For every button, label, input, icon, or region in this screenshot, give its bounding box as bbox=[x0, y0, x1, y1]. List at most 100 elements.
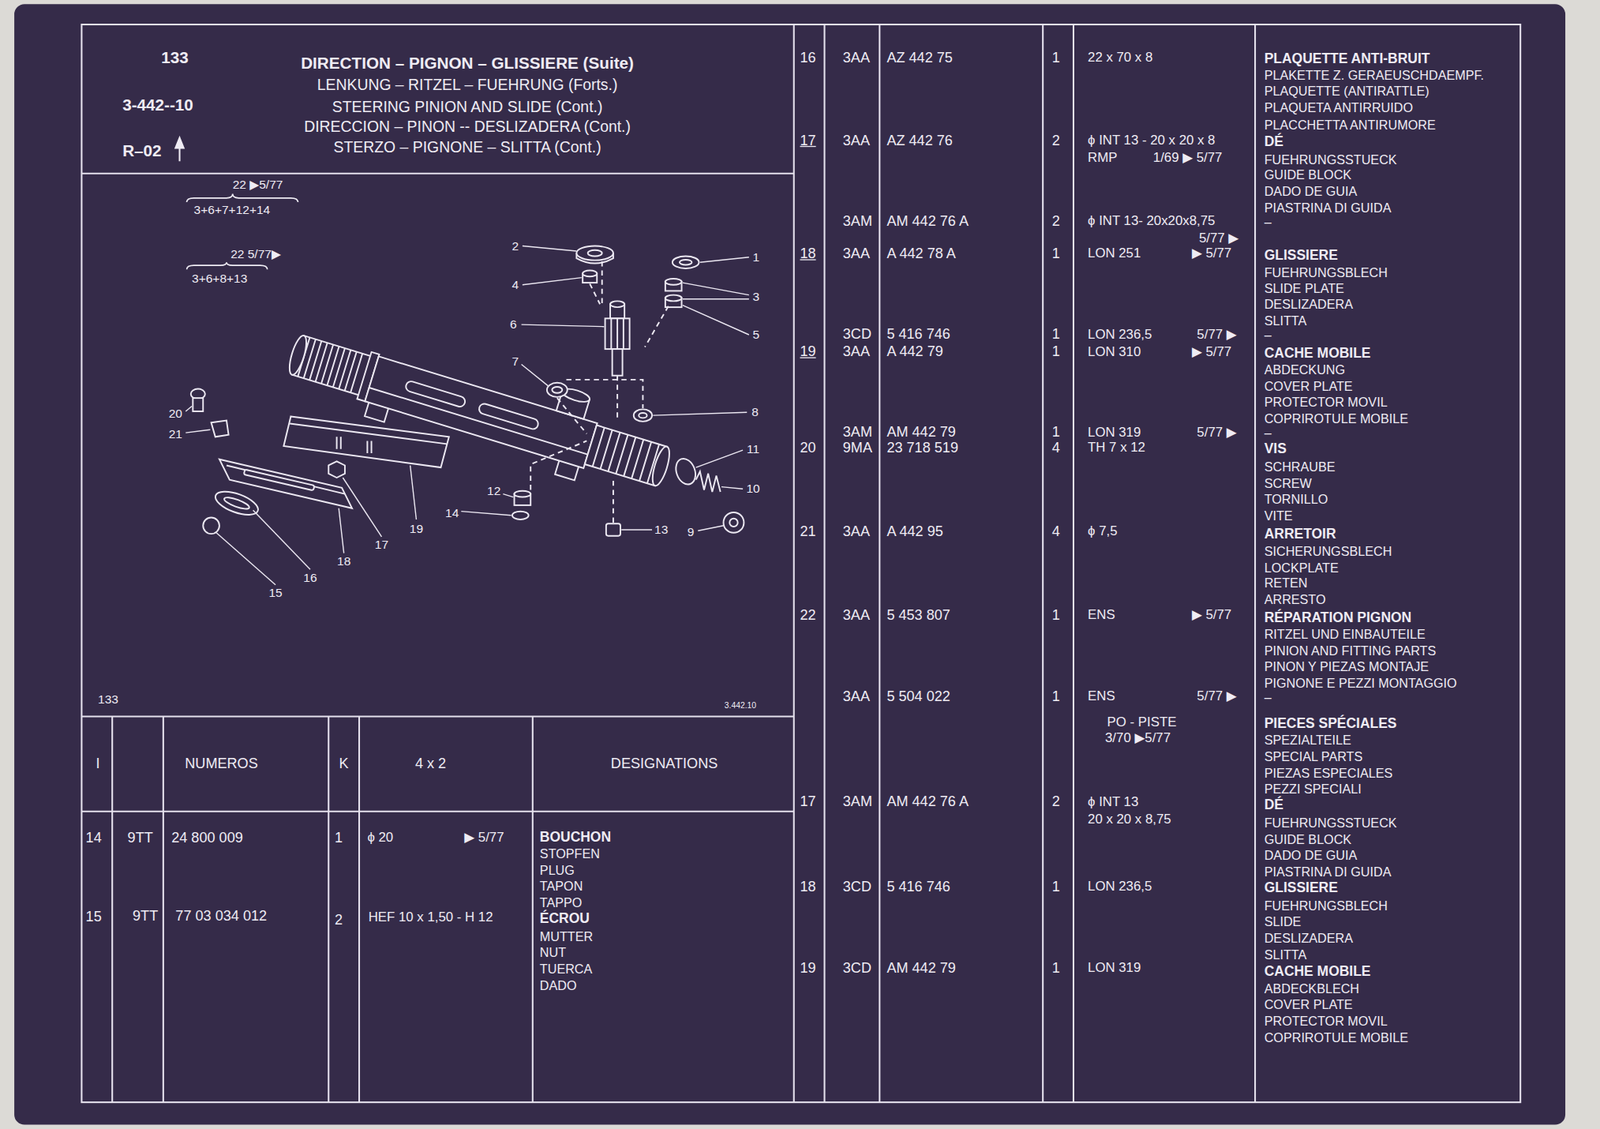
part-20 bbox=[192, 397, 203, 412]
table-cell: ϕ INT 13 - 20 x 20 x 8 bbox=[1087, 133, 1215, 147]
part-9 bbox=[729, 518, 738, 527]
table-cell: LON 251 bbox=[1087, 246, 1141, 260]
part-17 bbox=[328, 460, 345, 478]
callout-number: 22 5/77▶ bbox=[230, 247, 282, 261]
table-cell: 4 bbox=[1052, 439, 1061, 454]
designation-heading: DÉ bbox=[1264, 134, 1284, 149]
part-21 bbox=[211, 420, 229, 438]
leader-lines bbox=[682, 298, 750, 300]
part-3 bbox=[665, 278, 682, 308]
table-cell: AM 442 79 bbox=[886, 959, 956, 975]
callout-number: 2 bbox=[512, 239, 520, 253]
designation-line: FUEHRUNGSSTUECK bbox=[1264, 816, 1398, 830]
designation-line: DADO DE GUIA bbox=[1264, 185, 1358, 199]
part-6 bbox=[610, 318, 624, 349]
table-cell: 20 x 20 x 8,75 bbox=[1087, 811, 1172, 825]
callout-number: 22 ▶5/77 bbox=[232, 178, 284, 192]
table-rules bbox=[327, 715, 330, 1102]
part-17 bbox=[328, 460, 345, 478]
dashed-guides bbox=[557, 397, 587, 434]
designation-line: TORNILLO bbox=[1264, 493, 1329, 506]
designation-line: ABDECKUNG bbox=[1264, 363, 1346, 377]
part-16 bbox=[212, 487, 261, 520]
table-cell: 5/77 ▶ bbox=[1196, 689, 1237, 703]
leader-lines bbox=[721, 487, 743, 490]
part-7 bbox=[547, 382, 568, 398]
leader-lines bbox=[652, 412, 747, 416]
leader-lines bbox=[700, 257, 750, 263]
header-code: 133 bbox=[161, 49, 189, 67]
part-8 bbox=[633, 408, 652, 422]
callout-number: 19 bbox=[409, 522, 424, 536]
title-line: DIRECCION – PINON -- DESLIZADERA (Cont.) bbox=[303, 119, 631, 135]
header-code: 3-442--10 bbox=[122, 97, 194, 114]
table-cell: 19 bbox=[800, 344, 817, 359]
designation-heading: ÉCROU bbox=[539, 911, 590, 926]
designation-line: PIASTRINA DI GUIDA bbox=[1264, 865, 1392, 879]
title-line: LENKUNG – RITZEL – FUEHRUNG (Forts.) bbox=[317, 77, 619, 93]
designation-line: TAPON bbox=[539, 880, 583, 893]
table-rules bbox=[823, 24, 825, 1102]
part-1 bbox=[672, 255, 700, 269]
designation-heading: PLAQUETTE ANTI-BRUIT bbox=[1264, 52, 1431, 66]
callout-number: 16 bbox=[303, 571, 317, 585]
designation-heading: GLISSIERE bbox=[1264, 247, 1338, 262]
designation-line: COVER PLATE bbox=[1264, 380, 1353, 394]
part-4 bbox=[582, 270, 597, 284]
designation-line: RITZEL UND EINBAUTEILE bbox=[1264, 628, 1426, 641]
table-cell: AM 442 79 bbox=[886, 424, 956, 439]
table-cell: ▶ 5/77 bbox=[1191, 344, 1232, 358]
table-cell: 18 bbox=[800, 246, 817, 261]
table-cell: 17 bbox=[800, 132, 817, 147]
designation-line: GUIDE BLOCK bbox=[1264, 168, 1352, 182]
designation-line: NUT bbox=[539, 946, 566, 960]
table-cell: LON 319 bbox=[1087, 424, 1141, 439]
part-1 bbox=[672, 255, 700, 269]
table-cell: 3CD bbox=[843, 326, 872, 341]
table-cell: 1 bbox=[1052, 424, 1061, 439]
part-13 bbox=[606, 523, 621, 536]
part-12 bbox=[514, 490, 532, 498]
table-header: 4 x 2 bbox=[415, 756, 446, 771]
part-14 bbox=[512, 511, 529, 520]
designation-line: ABDECKBLECH bbox=[1264, 982, 1360, 996]
part-9 bbox=[723, 512, 745, 533]
callout-number: 12 bbox=[487, 484, 501, 498]
table-cell: 3CD bbox=[843, 959, 872, 975]
table-rules bbox=[1254, 24, 1256, 1102]
table-cell: 2 bbox=[1052, 794, 1061, 809]
part-20 bbox=[191, 389, 206, 412]
dashed-guides bbox=[612, 479, 615, 523]
callout-number: 3 bbox=[753, 290, 761, 304]
designation-line: PLUG bbox=[539, 864, 575, 877]
title-line: STERZO – PIGNONE – SLITTA (Cont.) bbox=[333, 138, 602, 154]
table-cell: 3AA bbox=[843, 689, 870, 704]
callout-number: 17 bbox=[374, 539, 389, 552]
designation-line: TUERCA bbox=[539, 962, 593, 976]
table-rules bbox=[81, 24, 1521, 1102]
table-cell: LON 319 bbox=[1087, 960, 1141, 975]
callout-number: 15 bbox=[268, 586, 282, 600]
part-16 bbox=[223, 494, 252, 511]
leader-lines bbox=[682, 305, 750, 335]
part-19 bbox=[337, 436, 372, 454]
table-cell: 2 bbox=[1052, 213, 1061, 228]
table-header: K bbox=[339, 756, 349, 771]
part-6 bbox=[610, 300, 625, 308]
table-cell: 5 416 746 bbox=[886, 326, 951, 341]
part-11 bbox=[672, 455, 699, 488]
table-rules bbox=[1041, 24, 1044, 1102]
figure-code: 3.442.10 bbox=[724, 701, 757, 710]
dashed-guides bbox=[565, 379, 643, 409]
table-cell: 1 bbox=[1052, 878, 1061, 893]
table-cell: ϕ INT 13- 20x20x8,75 bbox=[1087, 213, 1215, 228]
designation-line: – bbox=[1264, 427, 1272, 440]
table-cell: 3AM bbox=[843, 794, 873, 809]
table-cell: 19 bbox=[800, 959, 817, 975]
designation-line: SPECIAL PARTS bbox=[1264, 750, 1364, 764]
table-cell: 5 504 022 bbox=[886, 689, 951, 704]
table-cell: ϕ INT 13 bbox=[1087, 794, 1139, 808]
designation-heading: BOUCHON bbox=[539, 829, 611, 844]
table-header: I bbox=[96, 756, 101, 771]
rack-housing bbox=[648, 444, 673, 488]
